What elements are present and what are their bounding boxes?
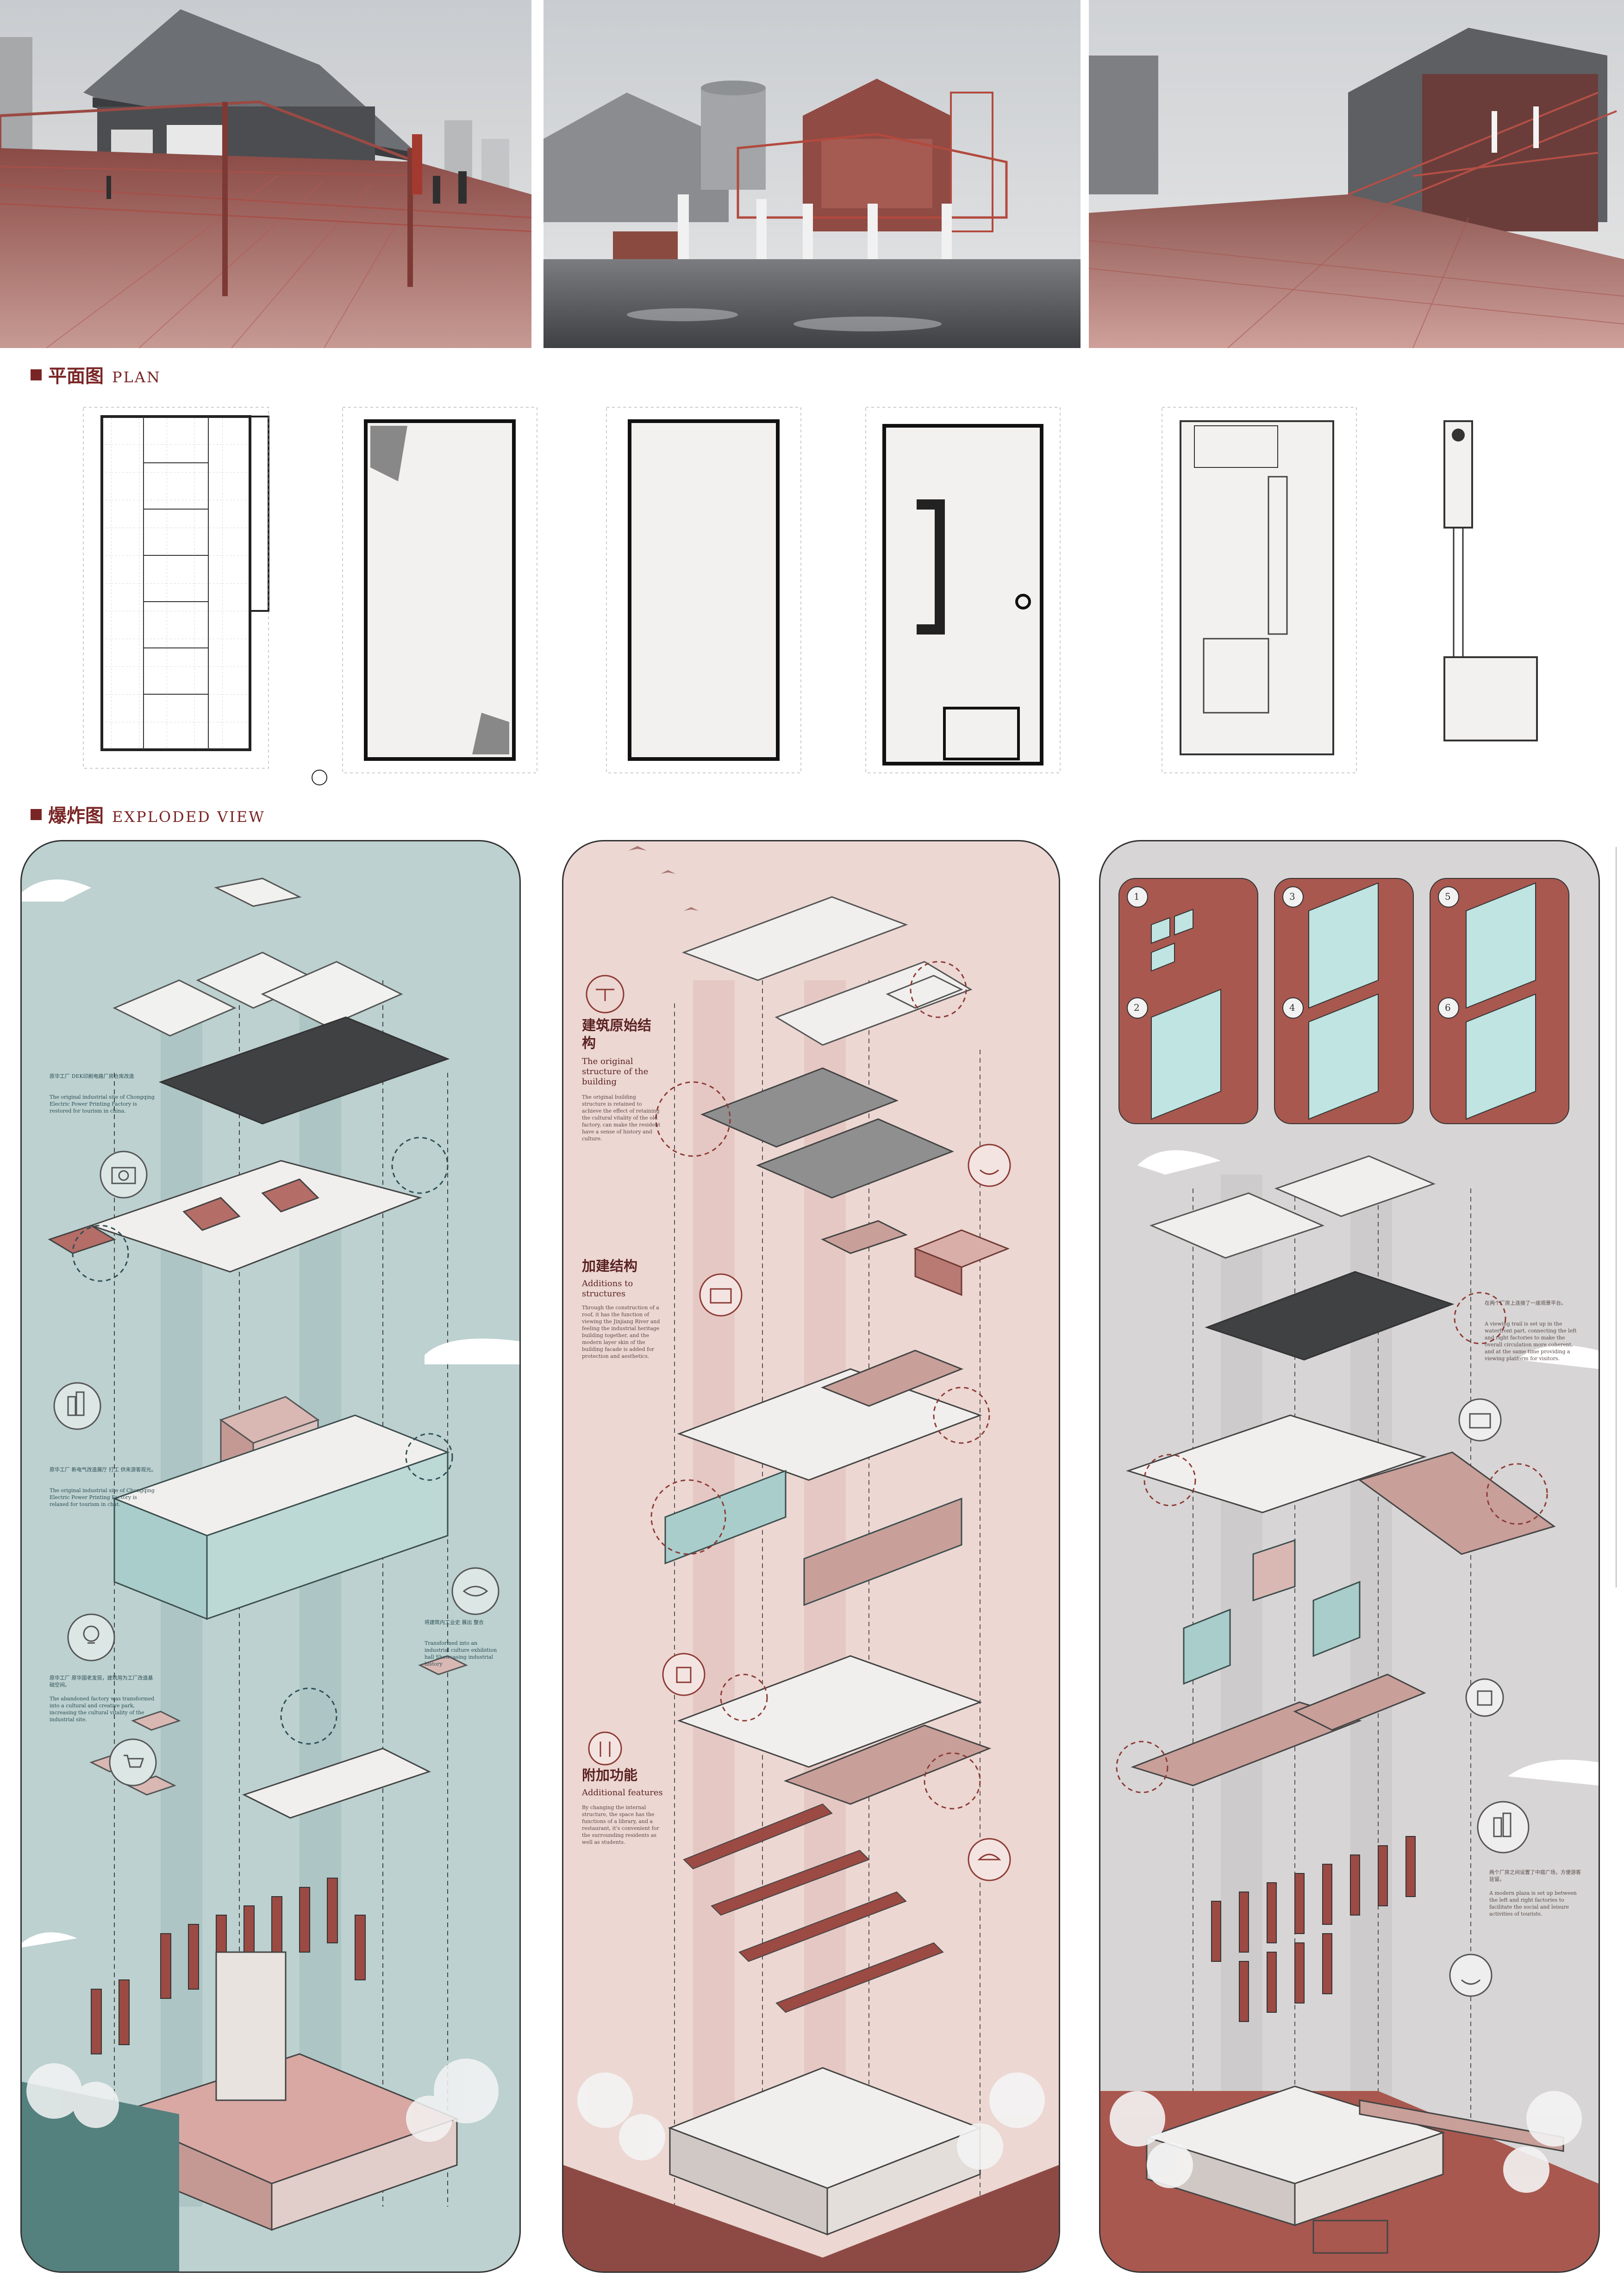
panel1-note4-en: Transformed into an industrial culture e… <box>425 1640 497 1667</box>
smile-icon <box>1449 1954 1493 1997</box>
roof-layer <box>681 896 973 1046</box>
panel1-note3-cn: 原华工厂 原华国老发现，建筑用为工厂改造基础空间。 <box>50 1675 153 1688</box>
bird-shapes <box>628 846 699 911</box>
upper-floor <box>677 1350 982 1481</box>
roof-pieces <box>112 877 403 1037</box>
panel2-heading2-en: Additions to structures <box>582 1279 633 1299</box>
panel1-note2-cn: 原华工厂 新电气改造展厅 打工 供来游客观光。 <box>50 1467 156 1473</box>
tree-silhouettes <box>1110 2091 1582 2193</box>
step-number-1: 1 <box>1134 891 1140 902</box>
eye-icon <box>451 1567 500 1615</box>
step-card-3 <box>1430 878 1569 1124</box>
base-building <box>668 2067 982 2236</box>
truss-layer <box>1205 1271 1455 1361</box>
roof-layer <box>1149 1155 1436 1259</box>
camera-icon <box>100 1151 148 1199</box>
book-icon <box>1465 1678 1504 1717</box>
title-square-marker <box>31 369 42 380</box>
cloud-shapes <box>1137 1150 1599 1786</box>
plan-5 <box>1162 407 1357 773</box>
plan-section-title: 平面图 PLAN <box>31 361 161 388</box>
panel2-heading3-en: Additional features <box>582 1788 663 1798</box>
plan-4 <box>865 407 1061 773</box>
floor-plans <box>83 407 1538 785</box>
exploded-title-en: EXPLODED VIEW <box>112 808 265 826</box>
panel2-text3: By changing the internal structure, the … <box>582 1804 659 1845</box>
plan-1 <box>83 407 269 769</box>
frame-volume <box>913 1229 1010 1296</box>
panel3-note1-cn: 在两个厂房上连接了一座观景平台。 <box>1485 1300 1566 1306</box>
step-number-3: 3 <box>1289 891 1295 902</box>
panel1-note1-cn: 原华工厂 DEK印刷电路厂房仓库改造 <box>50 1073 134 1079</box>
exploded-section-title: 爆炸图 EXPLODED VIEW <box>31 801 265 828</box>
step-number-4: 4 <box>1289 1002 1295 1013</box>
smile-icon <box>968 1144 1011 1187</box>
tree-silhouettes <box>26 2059 499 2142</box>
truss-layer <box>158 1016 450 1125</box>
panel1-note4-cn: 将建筑内工业史 展出 整合 <box>425 1619 484 1625</box>
step-card-1 <box>1118 878 1258 1124</box>
column-rows <box>683 1803 944 2013</box>
plan-title-en: PLAN <box>112 368 161 386</box>
step-card-2 <box>1274 878 1414 1124</box>
panel1-note1-en: The original industrial site of Chongqin… <box>50 1094 155 1114</box>
lightbulb-icon <box>67 1613 115 1661</box>
plan-title-cn: 平面图 <box>48 365 104 387</box>
glass-volume <box>112 1414 450 1620</box>
buildings-icon <box>1477 1801 1530 1854</box>
plan-6 <box>1443 420 1538 741</box>
buildings-icon <box>53 1382 101 1430</box>
platform-layer <box>1126 1414 1556 1555</box>
panel2-text2: Through the construction of a roof, it h… <box>582 1305 660 1359</box>
stair-bridge <box>1131 1674 1426 1786</box>
columns <box>91 1878 366 2054</box>
tree-silhouettes <box>577 2072 1045 2170</box>
exploded-panel-2: 建筑原始结构 The original structure of the bui… <box>562 840 1060 2273</box>
platform-layer <box>48 1160 422 1273</box>
wall-segments <box>1183 1539 1361 1685</box>
title-square-marker <box>31 809 42 820</box>
burger-icon <box>968 1838 1011 1881</box>
panel2-heading1-cn: 建筑原始结构 <box>582 1018 651 1052</box>
panel3-note2-en: A modern plaza is set up between the lef… <box>1489 1890 1577 1917</box>
camera-icon <box>699 1273 743 1317</box>
stair-structure <box>242 1748 431 1819</box>
column-rows <box>1211 1836 1416 2022</box>
camera-icon <box>1458 1398 1502 1442</box>
step-number-2: 2 <box>1134 1002 1140 1013</box>
food-icon <box>588 1731 622 1766</box>
panel3-note1-en: A viewing trail is set up in the waterfr… <box>1485 1321 1577 1362</box>
rendering-right <box>1089 0 1624 348</box>
panel2-heading2-cn: 加建结构 <box>582 1258 637 1275</box>
plan-2 <box>312 407 537 785</box>
rendering-left <box>0 0 531 348</box>
exploded-title-cn: 爆炸图 <box>48 805 104 827</box>
panel1-note2-en: The original industrial site of Chongqin… <box>50 1487 155 1507</box>
panel2-heading3-cn: 附加功能 <box>582 1767 637 1784</box>
book-icon <box>662 1653 706 1696</box>
step-number-5: 5 <box>1445 891 1451 902</box>
lower-floor <box>677 1655 992 1805</box>
truss-layer <box>700 1067 954 1254</box>
panel3-note2-cn: 两个厂房之间设置了中庭广场，方便游客驻留。 <box>1489 1869 1581 1882</box>
panel2-text1: The original building structure is retai… <box>582 1094 661 1142</box>
right-edge-divider <box>1616 847 1617 1587</box>
panel1-note3-en: The abandoned factory was transformed in… <box>50 1696 155 1723</box>
plan-3 <box>606 407 801 773</box>
cart-icon <box>109 1738 157 1786</box>
base-building <box>112 1951 459 2231</box>
exploded-panel-1: 原华工厂 DEK印刷电路厂房仓库改造 The original industri… <box>20 840 521 2273</box>
structure-icon <box>586 975 625 1014</box>
rendering-middle <box>543 0 1081 348</box>
exploded-panel-3: 1 2 3 4 5 6 在两个厂房上连接了一座观景平台。 A viewing t… <box>1099 840 1600 2273</box>
panel2-heading1-en: The original structure of the building <box>582 1057 649 1087</box>
step-number-6: 6 <box>1445 1002 1451 1013</box>
